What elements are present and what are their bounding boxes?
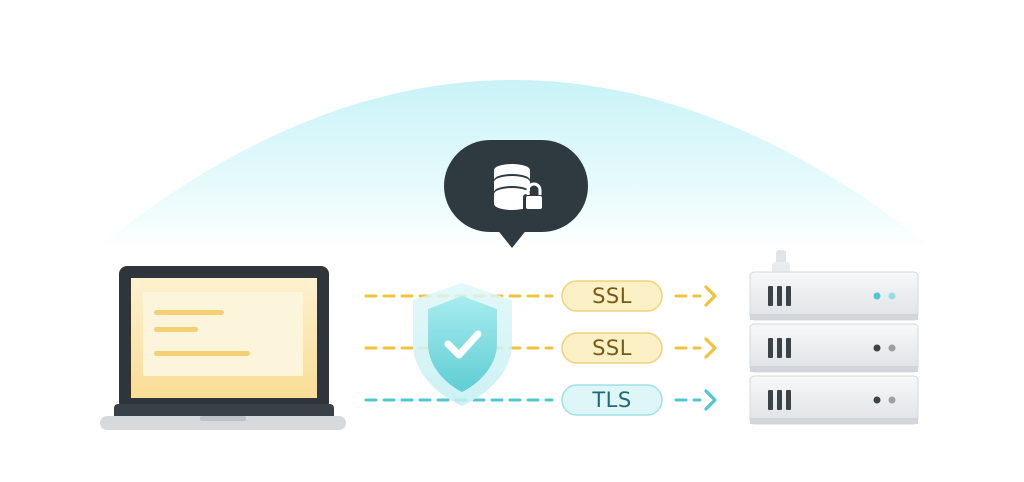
shield-check-icon bbox=[413, 283, 512, 406]
server-rack-icon bbox=[749, 250, 919, 425]
server-vent bbox=[768, 390, 773, 410]
protocol-label: SSL bbox=[592, 284, 632, 308]
arrow-head-icon bbox=[704, 337, 717, 359]
server-vent bbox=[777, 338, 782, 358]
arrow-head-icon bbox=[704, 285, 717, 307]
protocol-label: SSL bbox=[592, 336, 632, 360]
database-lock-bubble bbox=[444, 140, 588, 248]
server-vent bbox=[768, 338, 773, 358]
server-vent bbox=[786, 338, 791, 358]
protocol-pill: SSL bbox=[561, 280, 663, 312]
laptop-icon bbox=[100, 266, 346, 430]
arrow-head-icon bbox=[704, 389, 717, 411]
server-unit bbox=[749, 375, 919, 425]
server-unit bbox=[749, 271, 919, 321]
server-vent bbox=[786, 390, 791, 410]
server-led bbox=[873, 344, 881, 352]
server-led bbox=[888, 292, 896, 300]
server-led bbox=[888, 344, 896, 352]
server-vent bbox=[768, 286, 773, 306]
protocol-pill: SSL bbox=[561, 332, 663, 364]
server-led bbox=[873, 292, 881, 300]
protocol-pills: SSL SSL TLS bbox=[561, 280, 663, 416]
protocol-pill: TLS bbox=[561, 384, 663, 416]
database-lock-icon bbox=[494, 164, 545, 212]
server-vent bbox=[777, 286, 782, 306]
server-unit bbox=[749, 323, 919, 373]
protocol-label: TLS bbox=[591, 388, 631, 412]
server-vent bbox=[786, 286, 791, 306]
server-vent bbox=[777, 390, 782, 410]
server-led bbox=[888, 396, 896, 404]
server-led bbox=[873, 396, 881, 404]
